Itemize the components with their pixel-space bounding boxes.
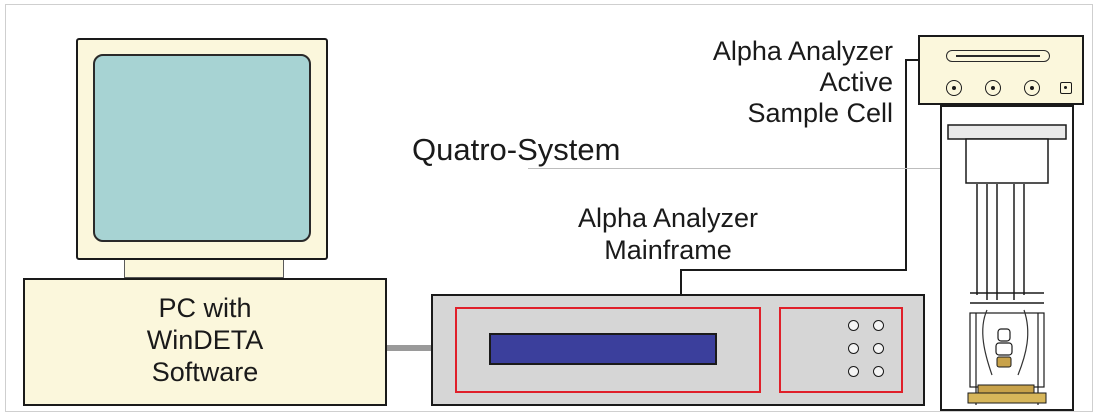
mainframe-cell-cable <box>905 60 907 271</box>
mainframe-button <box>873 366 884 377</box>
cell-housing <box>965 138 1049 184</box>
cell-electrode <box>995 342 1013 356</box>
sample-cell-label-line-1: Alpha Analyzer <box>712 36 893 66</box>
mainframe-cell-cable <box>680 269 907 271</box>
sample-cell-head <box>918 35 1084 105</box>
square-connector-icon <box>1060 82 1072 94</box>
pc-label-line-1: PC with <box>158 293 252 323</box>
mainframe-button <box>873 343 884 354</box>
cell-wire <box>1017 309 1029 376</box>
mainframe-button-panel <box>779 307 903 393</box>
mainframe-button <box>848 320 859 331</box>
pc-label: PC with WinDETA Software <box>23 292 387 388</box>
sample-cell-label: Alpha Analyzer Active Sample Cell <box>683 36 893 129</box>
mainframe-display-panel <box>455 307 761 393</box>
monitor-stand <box>124 260 284 278</box>
mainframe-cell-cable <box>680 270 682 295</box>
cell-flange <box>947 124 1067 140</box>
system-title: Quatro-System <box>412 132 621 167</box>
pc-label-line-2: WinDETA <box>146 325 264 355</box>
pc-box <box>23 278 387 406</box>
sample-cell-label-line-3: Sample Cell <box>747 98 893 128</box>
pc-label-line-3: Software <box>151 357 259 387</box>
sample-cell-internals <box>947 124 1067 405</box>
mainframe-button <box>873 320 884 331</box>
mainframe-label: Alpha Analyzer Mainframe <box>563 202 773 266</box>
pc-mainframe-cable <box>387 345 431 351</box>
bnc-connector-icon <box>946 80 962 96</box>
sample-cell-slot-line <box>956 55 1040 57</box>
quatro-guide-line <box>528 168 944 169</box>
diagram-frame <box>5 4 1093 412</box>
cell-wire <box>982 309 993 376</box>
sample-holder <box>996 356 1012 368</box>
sample-cell-label-line-2: Active <box>819 67 893 97</box>
cell-base <box>967 392 1047 404</box>
mainframe-button <box>848 366 859 377</box>
mainframe-label-line-1: Alpha Analyzer <box>577 203 759 233</box>
cell-cage <box>969 312 1045 388</box>
mainframe-button <box>848 343 859 354</box>
monitor-screen <box>93 54 311 242</box>
cell-base-plate <box>977 384 1035 394</box>
bnc-connector-icon <box>1024 80 1040 96</box>
mainframe-display <box>489 333 717 365</box>
mainframe-label-line-2: Mainframe <box>604 235 732 265</box>
bnc-connector-icon <box>985 80 1001 96</box>
cell-electrode <box>997 328 1011 342</box>
